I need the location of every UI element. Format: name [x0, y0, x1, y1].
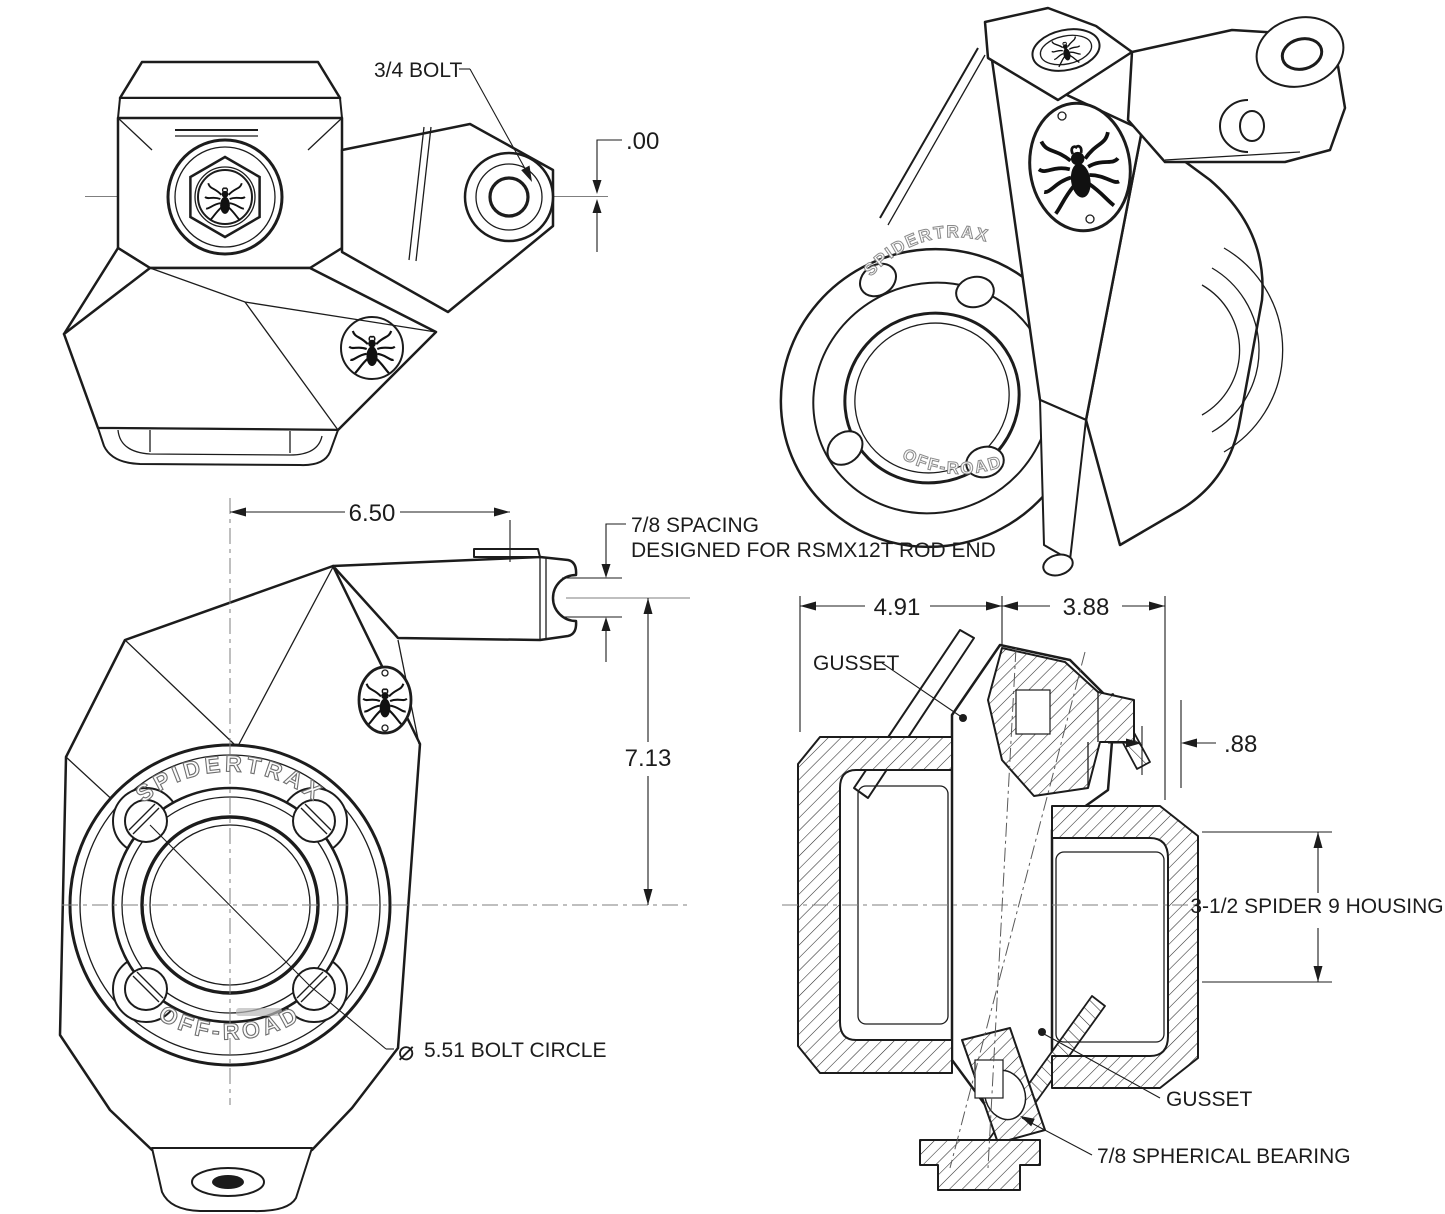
front-base-foot [97, 427, 339, 467]
dim-zero-offset: .00 [626, 128, 659, 155]
callout-spacing-line2: DESIGNED FOR RSMX12T ROD END [631, 539, 996, 562]
dim-arm-height: 7.13 [625, 745, 672, 772]
front-rod-end-bore [488, 176, 530, 218]
section-top-stud [987, 647, 1135, 797]
view-section-bottom-right: 4.91 3.88 .88 3-1/2 SPIDER 9 HOUSING GUS… [782, 594, 1444, 1191]
iso-bolt-hole [955, 275, 995, 309]
section-stud-axis-1 [949, 651, 1086, 1169]
view-iso-top-right: SPIDERTRAX OFF-ROAD [779, 6, 1347, 577]
section-right-bearing-race [1055, 851, 1165, 1043]
front-spider-badge-ring [340, 316, 404, 380]
callout-housing: 3-1/2 SPIDER 9 HOUSING [1190, 895, 1443, 918]
callout-bolt-circle: 5.51 BOLT CIRCLE [424, 1039, 606, 1062]
view-side-bottom-left: SPIDERTRAX OFF-ROAD 6.50 7/8 SPACING DES… [58, 498, 996, 1213]
side-flange-stamp [236, 1008, 282, 1016]
callout-gusset-lower: GUSSET [1166, 1088, 1253, 1111]
side-bolt-holes [124, 799, 336, 1011]
iso-bolt-hole [826, 430, 864, 466]
leader-arrowhead-bolt [521, 165, 532, 182]
dim-left-width: 4.91 [874, 594, 921, 621]
section-stud-axis-2 [987, 647, 1017, 1169]
iso-tower-tip [1039, 399, 1087, 561]
dim-gusset-offset: .88 [1224, 731, 1257, 758]
callout-gusset-upper: GUSSET [813, 652, 900, 675]
leader-dot-gusset-upper [959, 714, 967, 722]
side-base-bolt [212, 1175, 244, 1189]
front-top-cap [118, 60, 342, 100]
view-front-top-left: 3/4 BOLT .00 [62, 59, 659, 467]
callout-spacing-line1: 7/8 SPACING [631, 514, 759, 537]
dim-right-width: 3.88 [1063, 594, 1110, 621]
diameter-symbol: ⌀ [398, 1036, 414, 1066]
iso-housing-body [1084, 128, 1264, 547]
side-steering-arm [331, 555, 578, 642]
callout-three-quarter-bolt: 3/4 BOLT [374, 59, 462, 82]
iso-bolt-hole [965, 445, 1005, 479]
iso-bolt-hole [859, 262, 897, 298]
front-cap-band [117, 97, 343, 119]
callout-spherical-bearing: 7/8 SPHERICAL BEARING [1097, 1145, 1351, 1168]
section-bottom-nut [919, 1139, 1041, 1191]
section-left-bearing-block [797, 736, 953, 1074]
section-right-bearing-block [1051, 805, 1199, 1089]
dim-arm-length: 6.50 [349, 500, 396, 527]
